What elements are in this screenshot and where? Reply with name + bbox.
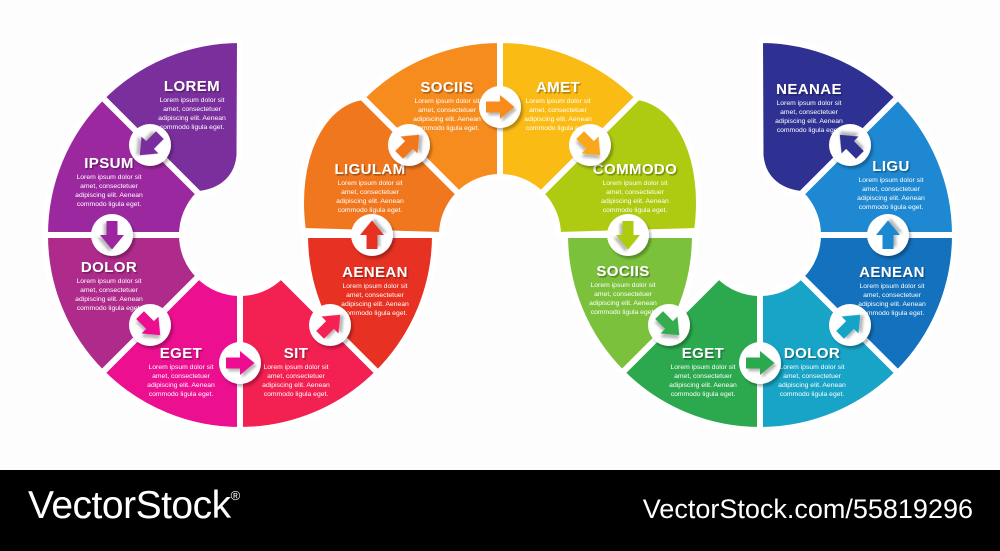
arrow-aenean-ligulam-icon: [351, 214, 393, 256]
segment-amet: [497, 37, 641, 197]
label-dolor: DOLOR: [81, 259, 137, 276]
label-amet: AMET: [536, 79, 580, 96]
segment-dolor-right: [757, 273, 901, 433]
label-eget: EGET: [160, 345, 202, 362]
arrow-aenean-ligu-icon: [867, 214, 909, 256]
arrow-ipsum-dolor-icon: [91, 214, 133, 256]
label-ligu: LIGU: [872, 158, 909, 175]
label-commodo: COMMODO: [593, 161, 677, 178]
arrow-dolor-eget-icon: [129, 304, 171, 346]
segment-dolor: [42, 232, 202, 376]
arrow-sociis-eget-icon: [648, 304, 690, 346]
label-neanae: NEANAE: [776, 81, 842, 98]
arrow-eget-dolor-icon: [739, 342, 781, 384]
arrow-lorem-ipsum-icon: [129, 124, 171, 166]
segment-commodo: [538, 94, 702, 238]
segment-neanae: [757, 37, 901, 197]
arrow-dolor-aenean-icon: [829, 304, 871, 346]
arrow-commodo-sociis-icon: [607, 214, 649, 256]
circle-left: [42, 37, 381, 433]
label-lorem: LOREM: [164, 78, 220, 95]
label-ipsum: IPSUM: [84, 155, 134, 172]
label-eget-right: EGET: [682, 345, 724, 362]
vectorstock-logo: VectorStock®: [28, 484, 240, 528]
circle-middle: [298, 37, 702, 376]
segment-eget: [99, 273, 243, 433]
arrow-ligulam-sociis-icon: [388, 124, 430, 166]
segment-ligulam: [298, 94, 462, 238]
label-sit: SIT: [284, 345, 309, 362]
segment-sit: [237, 273, 381, 433]
segment-lorem: [99, 37, 243, 197]
arrow-amet-commodo-icon: [569, 124, 611, 166]
brand-text: VectorStock: [28, 484, 231, 527]
segment-aenean-mid: [302, 232, 438, 376]
registered-mark-icon: ®: [230, 488, 241, 503]
segment-ligu: [798, 94, 958, 238]
segment-sociis-top: [359, 37, 503, 197]
flow-arrows: [91, 86, 909, 384]
segment-sociis-right: [562, 232, 698, 376]
label-dolor-right: DOLOR: [784, 345, 840, 362]
segment-aenean-right: [798, 232, 958, 376]
arrow-eget-sit-icon: [219, 342, 261, 384]
label-sociis-top: SOCIIS: [420, 79, 473, 96]
arrow-ligu-neanae-icon: [829, 124, 871, 166]
arrow-sit-aenean-icon: [309, 304, 351, 346]
label-aenean-right: AENEAN: [859, 264, 925, 281]
watermark-url: VectorStock.com/55819296: [642, 494, 973, 524]
watermark-bar: VectorStock® VectorStock.com/55819296: [0, 470, 1000, 551]
label-ligulam: LIGULAM: [334, 161, 405, 178]
circle-right: [619, 37, 958, 433]
segment-ipsum: [42, 94, 202, 238]
label-aenean-mid: AENEAN: [342, 264, 408, 281]
label-sociis-right: SOCIIS: [596, 263, 649, 280]
arrow-sociis-amet-icon: [479, 86, 521, 128]
segment-eget-right: [619, 273, 763, 433]
